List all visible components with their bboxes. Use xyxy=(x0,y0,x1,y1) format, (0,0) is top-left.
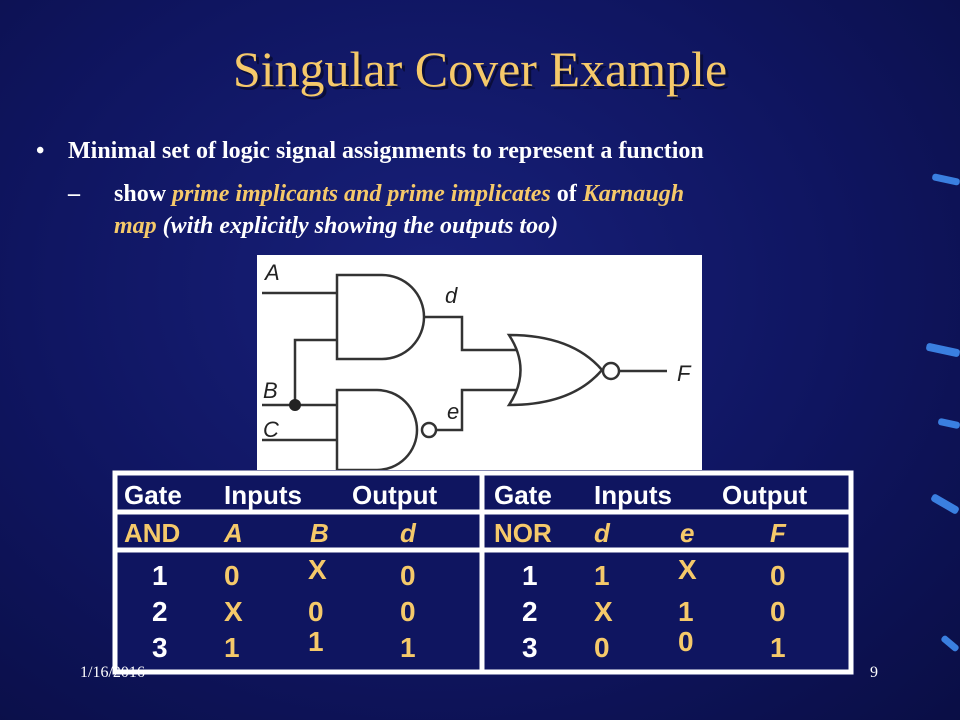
decor-dash xyxy=(940,634,960,653)
table-grid xyxy=(112,470,854,675)
label-f: F xyxy=(677,361,692,386)
right-row1-e: X xyxy=(678,554,697,585)
left-row1-gate: 1 xyxy=(152,560,168,591)
bullet-1: • Minimal set of logic signal assignments… xyxy=(36,138,936,165)
left-header-gate: Gate xyxy=(124,480,182,510)
right-sub-d: d xyxy=(594,518,610,548)
right-row1-gate: 1 xyxy=(522,560,538,591)
right-row3-d: 0 xyxy=(594,632,610,663)
right-row1-f: 0 xyxy=(770,560,786,591)
bullet-dash: – xyxy=(68,181,80,207)
left-row3-gate: 3 xyxy=(152,632,168,663)
nand-gate xyxy=(335,388,419,472)
left-row3-a: 1 xyxy=(224,632,240,663)
bullet-dot: • xyxy=(36,138,45,164)
nor-gate xyxy=(506,333,604,407)
bullet-2-map: map xyxy=(114,213,157,239)
decor-dash xyxy=(925,342,960,358)
left-row2-gate: 2 xyxy=(152,596,168,627)
left-row2-d: 0 xyxy=(400,596,416,627)
left-header-output: Output xyxy=(352,480,438,510)
left-row3-b: 1 xyxy=(308,626,324,657)
title-area: Singular Cover Example xyxy=(0,40,960,98)
right-row3-e: 0 xyxy=(678,626,694,657)
bullet-1-text: Minimal set of logic signal assignments … xyxy=(68,138,704,164)
right-row3-f: 1 xyxy=(770,632,786,663)
right-row1-d: 1 xyxy=(594,560,610,591)
bullet-2-paren: (with explicitly showing the outputs too… xyxy=(156,213,559,239)
right-row2-f: 0 xyxy=(770,596,786,627)
bullet-2-show: show xyxy=(114,181,173,207)
nand-bubble xyxy=(420,421,438,439)
left-sub-b: B xyxy=(310,518,329,548)
label-e: e xyxy=(447,399,459,424)
right-sub-f: F xyxy=(770,518,786,548)
decor-dash xyxy=(937,417,960,430)
label-a: A xyxy=(263,260,280,285)
circuit-svg: A B C d e F xyxy=(262,260,692,472)
right-row2-d: X xyxy=(594,596,613,627)
right-sub-e: e xyxy=(680,518,695,548)
wire-e xyxy=(436,388,517,432)
nor-bubble xyxy=(601,361,621,381)
logic-circuit-diagram: A B C d e F xyxy=(257,255,702,475)
bullet-2-prime: prime implicants and prime implicates xyxy=(172,181,551,207)
right-header-gate: Gate xyxy=(494,480,552,510)
bullet-2-karnaugh: Karnaugh xyxy=(582,181,685,207)
label-c: C xyxy=(263,417,279,442)
slide-title: Singular Cover Example xyxy=(232,41,728,97)
bullet-2: – show prime implicants and prime implica… xyxy=(68,178,908,242)
wire-b-up xyxy=(293,338,337,405)
right-table: Gate Inputs Output NOR d e F 1 1 X 0 2 X… xyxy=(482,470,854,675)
page-number: 9 xyxy=(870,664,878,681)
left-sub-gate: AND xyxy=(124,518,181,548)
left-row2-b: 0 xyxy=(308,596,324,627)
left-row1-b: X xyxy=(308,554,327,585)
left-row2-a: X xyxy=(224,596,243,627)
junction-dot xyxy=(289,399,301,411)
right-header-inputs: Inputs xyxy=(594,480,672,510)
label-b: B xyxy=(263,378,278,403)
wire-d xyxy=(424,315,517,352)
decor-dash xyxy=(931,173,960,186)
and-gate xyxy=(335,273,426,361)
left-sub-d: d xyxy=(400,518,416,548)
right-row2-e: 1 xyxy=(678,596,694,627)
label-d: d xyxy=(445,283,458,308)
decor-dash xyxy=(930,493,960,515)
footer-date: 1/16/2016 xyxy=(80,664,145,681)
left-sub-a: A xyxy=(224,518,243,548)
left-row1-d: 0 xyxy=(400,560,416,591)
left-header-inputs: Inputs xyxy=(224,480,302,510)
right-row2-gate: 2 xyxy=(522,596,538,627)
left-row3-d: 1 xyxy=(400,632,416,663)
right-sub-gate: NOR xyxy=(494,518,552,548)
left-row1-a: 0 xyxy=(224,560,240,591)
right-row3-gate: 3 xyxy=(522,632,538,663)
singular-cover-table: Gate Inputs Output AND A B d 1 0 X 0 2 X… xyxy=(112,470,854,675)
left-table: Gate Inputs Output AND A B d 1 0 X 0 2 X… xyxy=(112,470,482,675)
right-header-output: Output xyxy=(722,480,808,510)
bullet-2-of: of xyxy=(550,181,583,207)
